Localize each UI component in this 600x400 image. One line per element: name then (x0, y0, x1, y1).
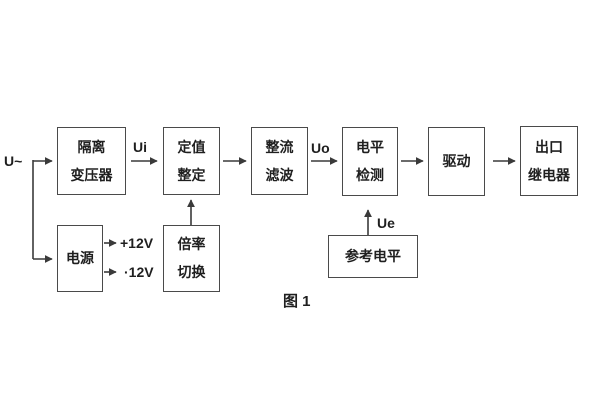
signal-label-ui: Ui (133, 139, 147, 155)
signal-label-uo: Uo (311, 140, 330, 156)
block-label: 隔离 (77, 138, 106, 155)
block-output-relay: 出口 继电器 (520, 126, 578, 196)
block-label: 电源 (66, 250, 94, 266)
block-isolation-transformer: 隔离 变压器 (57, 127, 126, 195)
signal-label-pos-12v: +12V (120, 235, 154, 251)
block-power-supply: 电源 (57, 225, 103, 292)
signal-label-ue: Ue (377, 215, 395, 231)
block-label: 整定 (177, 166, 206, 183)
block-label: 继电器 (528, 166, 570, 183)
block-label: 参考电平 (345, 248, 401, 264)
block-label: 电平 (356, 139, 384, 155)
signal-label-input-voltage: U~ (4, 153, 23, 169)
block-label: 变压器 (70, 166, 113, 183)
block-label: 驱动 (442, 153, 471, 169)
block-drive: 驱动 (428, 127, 485, 196)
block-label: 倍率 (177, 236, 206, 252)
block-setpoint-adjust: 定值 整定 (163, 127, 220, 195)
block-reference-level: 参考电平 (328, 235, 418, 278)
block-label: 出口 (535, 138, 563, 155)
block-label: 定值 (177, 138, 206, 155)
block-label: 切换 (177, 264, 206, 280)
block-label: 整流 (265, 138, 294, 155)
block-label: 滤波 (265, 166, 294, 183)
signal-label-neg-12v: ·12V (124, 264, 154, 280)
figure-caption: 图 1 (283, 293, 311, 310)
block-label: 检测 (356, 167, 384, 183)
block-rectify-filter: 整流 滤波 (251, 127, 308, 195)
block-level-detect: 电平 检测 (342, 127, 398, 196)
block-ratio-switch: 倍率 切换 (163, 225, 220, 292)
